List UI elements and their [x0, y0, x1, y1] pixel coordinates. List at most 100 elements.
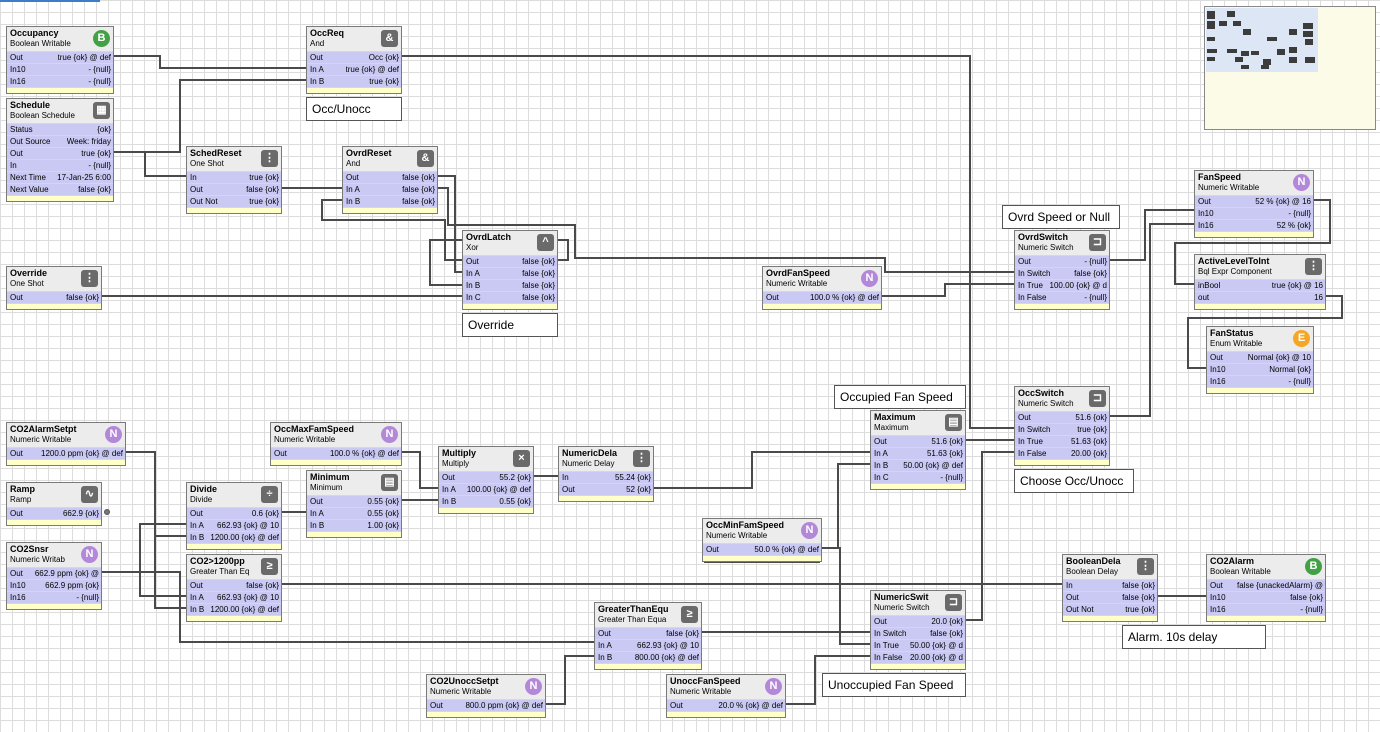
slot-row[interactable]: In False- {null}	[1015, 291, 1109, 303]
navigator-viewport[interactable]	[1206, 8, 1318, 72]
slot-row[interactable]: In16- {null}	[7, 591, 101, 603]
slot-row[interactable]: In- {null}	[7, 159, 113, 171]
note-override[interactable]: Override	[462, 313, 558, 337]
slot-row[interactable]: In16- {null}	[7, 75, 113, 87]
note-alarm-delay[interactable]: Alarm. 10s delay	[1122, 625, 1266, 649]
slot-row[interactable]: In C- {null}	[871, 471, 965, 483]
ramp-out-connector[interactable]	[104, 509, 110, 515]
navigator-minimap[interactable]	[1204, 6, 1376, 130]
slot-row[interactable]: In16- {null}	[1207, 375, 1313, 387]
